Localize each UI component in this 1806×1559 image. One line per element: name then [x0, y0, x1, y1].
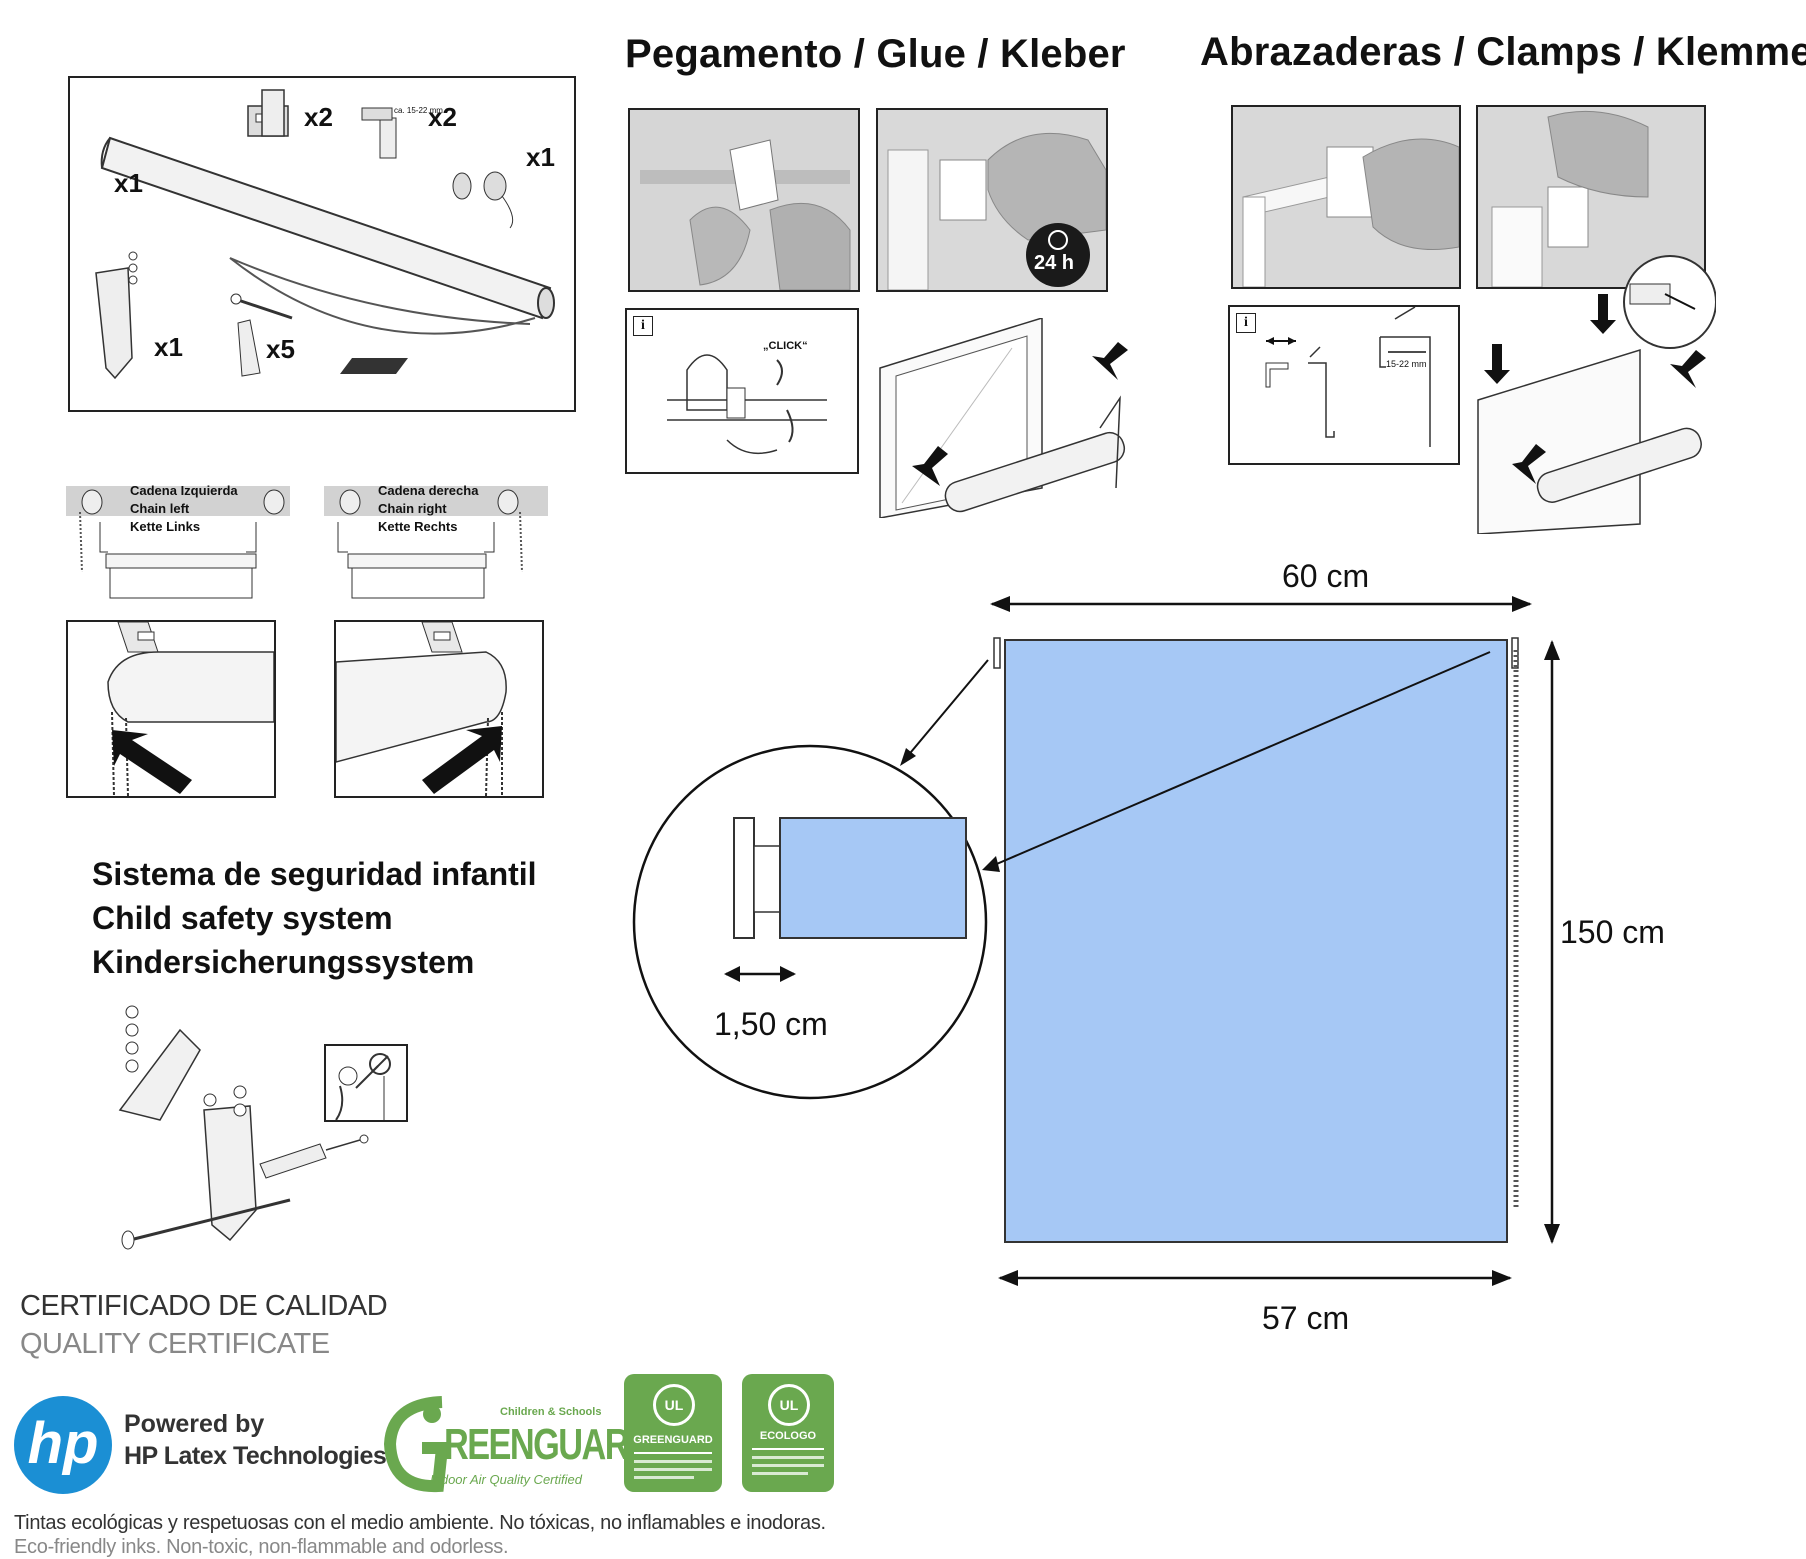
clamp-photo-1	[1231, 105, 1461, 289]
ul-mark-icon: UL	[653, 1384, 695, 1426]
glue-photo-1	[628, 108, 860, 292]
clamps-heading: Abrazaderas / Clamps / Klemmen	[1200, 30, 1806, 74]
kit-contents-drawing	[95, 89, 555, 380]
cert-title-es: CERTIFICADO DE CALIDAD	[20, 1290, 388, 1322]
width-fabric-label: 57 cm	[1262, 1300, 1350, 1336]
click-label: „CLICK“	[763, 340, 808, 352]
chain-left-de: Kette Links	[130, 519, 201, 534]
greenguard-wordmark: REENGUARD	[444, 1420, 653, 1469]
side-gap-label: 1,50 cm	[714, 1006, 828, 1042]
kit-contents-panel: x2 x2 x1 x1 x1 x5 ca. 15-22 mm	[68, 76, 576, 412]
glue-heading: Pegamento / Glue / Kleber	[625, 32, 1126, 76]
qty-screws: x5	[266, 334, 295, 364]
info-icon: i	[633, 316, 653, 336]
clamp-range-info: 15-22 mm	[1386, 359, 1427, 369]
clamp-range-label: ca. 15-22 mm	[394, 106, 443, 115]
blind-dimension-diagram	[632, 596, 1560, 1286]
greenguard-top-label: Children & Schools	[500, 1406, 602, 1418]
cert-title-en: QUALITY CERTIFICATE	[20, 1328, 330, 1360]
chain-left-en: Chain left	[130, 501, 190, 516]
chain-left-diagram: Cadena Izquierda Chain left Kette Links	[66, 482, 290, 602]
hp-logo: hp	[14, 1396, 112, 1494]
greenguard-logo: Children & Schools REENGUARD Indoor Air …	[382, 1388, 653, 1496]
chain-right-detail	[334, 620, 544, 798]
ul-mark-icon: UL	[768, 1384, 810, 1426]
greenguard-sub: Indoor Air Quality Certified	[430, 1472, 582, 1487]
height-label: 150 cm	[1560, 914, 1665, 950]
chain-right-diagram: Cadena derecha Chain right Kette Rechts	[324, 482, 548, 602]
chain-right-es: Cadena derecha	[378, 483, 479, 498]
qty-caps: x1	[526, 142, 555, 172]
chain-right-de: Kette Rechts	[378, 519, 458, 534]
ul-greenguard-label: GREENGUARD	[633, 1434, 713, 1446]
blind-fabric	[1004, 639, 1508, 1243]
clamp-mounting-sketch	[1470, 254, 1716, 534]
glue-mounting-sketch	[872, 318, 1134, 518]
hp-powered-by: Powered by	[124, 1410, 265, 1438]
hp-latex-tech: HP Latex Technologies	[124, 1442, 387, 1470]
eco-text-en: Eco-friendly inks. Non-toxic, non-flamma…	[14, 1536, 509, 1558]
chain-right-en: Chain right	[378, 501, 447, 516]
child-warning-icon	[324, 1044, 408, 1122]
chain-left-es: Cadena Izquierda	[130, 483, 238, 498]
glue-photo-2: 24 h	[876, 108, 1108, 292]
width-total-label: 60 cm	[1282, 558, 1370, 594]
ul-ecologo-label: ECOLOGO	[759, 1430, 817, 1442]
chain-left-detail	[66, 620, 276, 798]
qty-brackets: x2	[304, 102, 333, 132]
safety-clip-illustration	[100, 1000, 420, 1260]
clamp-info-box: i 15-22 mm	[1228, 305, 1460, 465]
eco-text-es: Tintas ecológicas y respetuosas con el m…	[14, 1512, 826, 1534]
ul-greenguard-badge: UL GREENGUARD	[624, 1374, 722, 1492]
safety-title-es: Sistema de seguridad infantil	[92, 856, 537, 892]
qty-roller: x1	[114, 168, 143, 198]
safety-title-en: Child safety system	[92, 900, 393, 936]
ul-ecologo-badge: UL ECOLOGO	[742, 1374, 834, 1492]
qty-safety: x1	[154, 332, 183, 362]
qty-clamps: x2	[428, 102, 457, 132]
info-icon: i	[1236, 313, 1256, 333]
timer-label: 24 h	[1034, 252, 1075, 274]
glue-info-box: i „CLICK“	[625, 308, 859, 474]
safety-title-de: Kindersicherungssystem	[92, 944, 475, 980]
